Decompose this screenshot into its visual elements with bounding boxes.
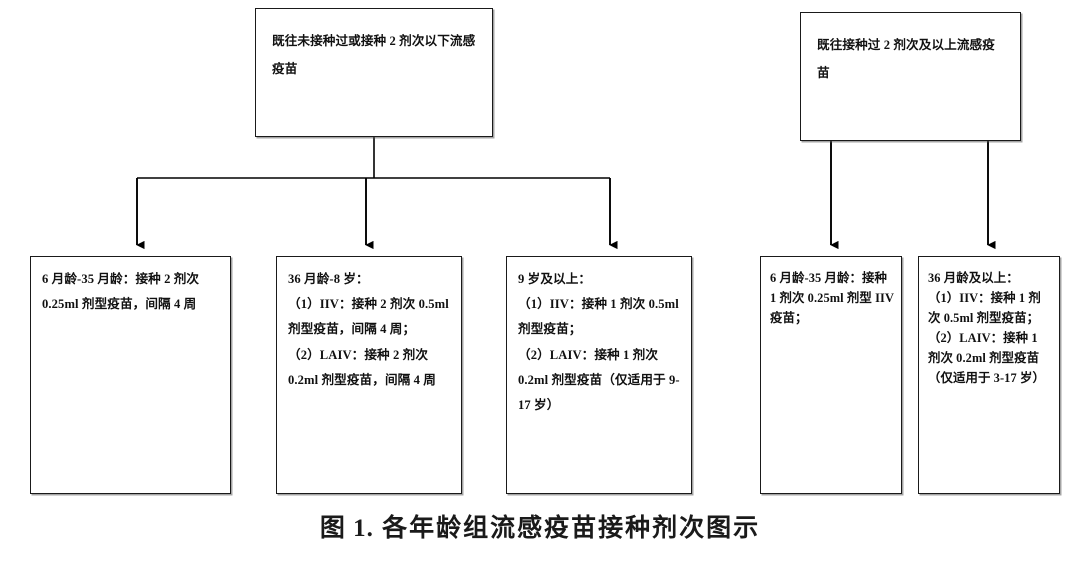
node-top-vaccinated-text: 既往接种过 2 剂次及以上流感疫苗 [817,38,995,81]
node-leaf-right-6m-35m: 6 月龄-35 月龄：接种 1 剂次 0.25ml 剂型 IIV 疫苗； [760,256,902,494]
node-leaf-36m-8y-text: 36 月龄-8 岁： （1）IIV：接种 2 剂次 0.5ml 剂型疫苗，间隔 … [288,272,449,387]
node-top-unvaccinated: 既往未接种过或接种 2 剂次以下流感疫苗 [255,8,493,137]
node-leaf-right-6m-35m-text: 6 月龄-35 月龄：接种 1 剂次 0.25ml 剂型 IIV 疫苗； [770,271,897,326]
node-leaf-right-36m-up-text: 36 月龄及以上： （1）IIV：接种 1 剂次 0.5ml 剂型疫苗； （2）… [928,271,1045,386]
node-leaf-6m-35m: 6 月龄-35 月龄：接种 2 剂次 0.25ml 剂型疫苗，间隔 4 周 [30,256,231,494]
figure-caption-text: 各年龄组流感疫苗接种剂次图示 [382,515,761,542]
figure-caption-label: 图 1. [319,515,374,542]
node-leaf-36m-8y: 36 月龄-8 岁： （1）IIV：接种 2 剂次 0.5ml 剂型疫苗，间隔 … [276,256,462,494]
node-leaf-right-36m-up: 36 月龄及以上： （1）IIV：接种 1 剂次 0.5ml 剂型疫苗； （2）… [918,256,1060,494]
node-top-vaccinated: 既往接种过 2 剂次及以上流感疫苗 [800,12,1021,141]
node-leaf-9y-up: 9 岁及以上： （1）IIV：接种 1 剂次 0.5ml 剂型疫苗； （2）LA… [506,256,692,494]
node-leaf-6m-35m-text: 6 月龄-35 月龄：接种 2 剂次 0.25ml 剂型疫苗，间隔 4 周 [42,272,203,312]
figure-caption: 图 1. 各年龄组流感疫苗接种剂次图示 [0,508,1080,544]
node-leaf-9y-up-text: 9 岁及以上： （1）IIV：接种 1 剂次 0.5ml 剂型疫苗； （2）LA… [518,272,680,412]
node-top-unvaccinated-text: 既往未接种过或接种 2 剂次以下流感疫苗 [272,34,476,77]
